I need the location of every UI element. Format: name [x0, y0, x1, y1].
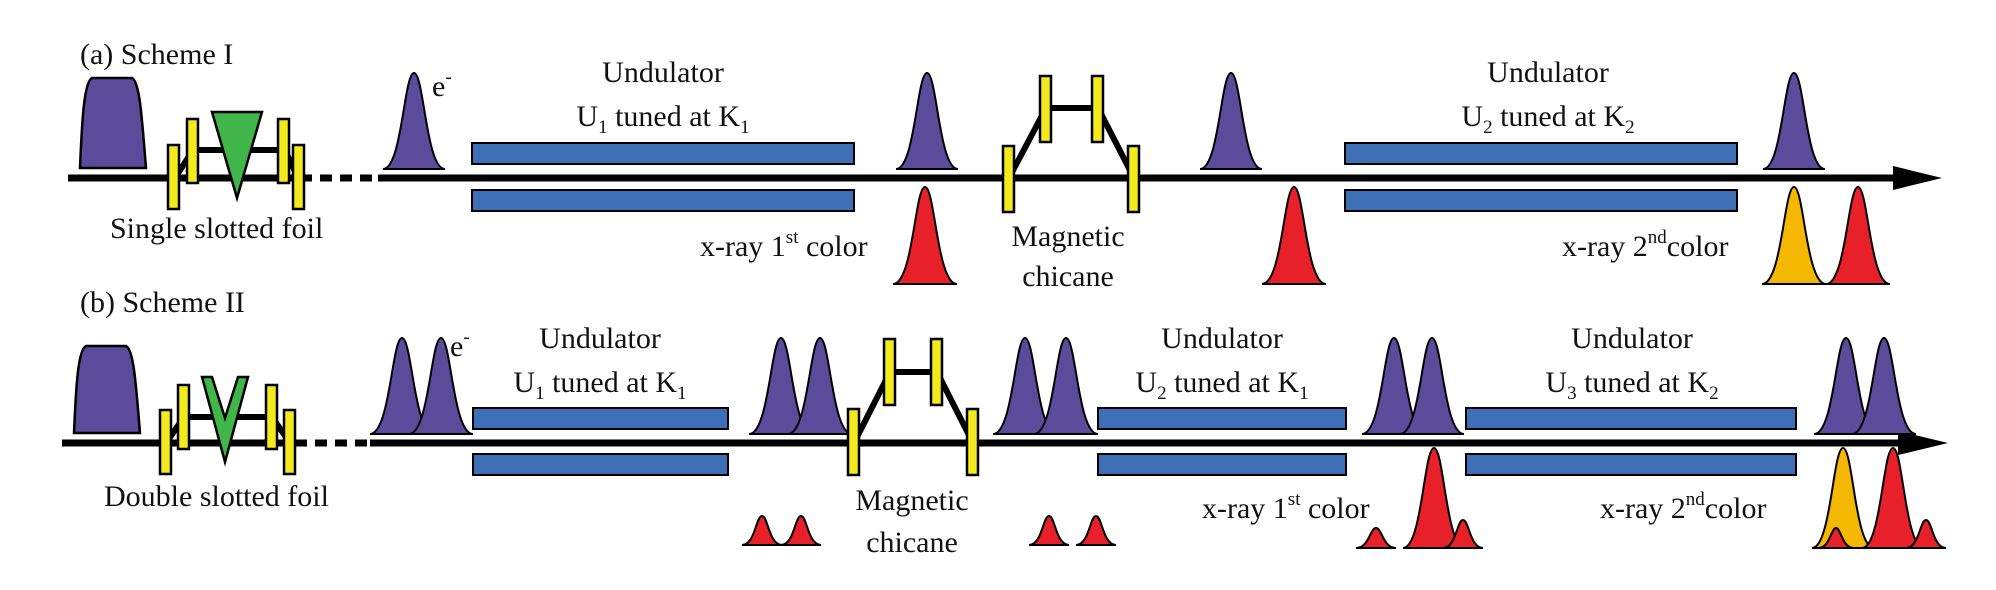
scheme-a-beam-arrow	[1893, 166, 1942, 190]
scheme-b-undulator-3-bottom	[1465, 453, 1797, 476]
scheme-a-undulator-2-title: Undulator	[1487, 56, 1609, 89]
scheme-b: (b) Scheme II Double slotted foil e- Und…	[62, 286, 1948, 559]
scheme-a-undulator-2-bottom	[1344, 189, 1738, 212]
scheme-a-undulator-1-bottom	[471, 189, 855, 212]
scheme-b-undulator-1-title: Undulator	[539, 322, 661, 355]
scheme-b-xray-pulse-small-1	[741, 514, 783, 546]
scheme-a-foil-chicane	[166, 110, 306, 211]
scheme-a-xray-pulse-color1	[1825, 185, 1891, 285]
scheme-b-slotted-foil	[200, 375, 250, 467]
scheme-a-undulator-1-desc: U1 tuned at K1	[576, 100, 749, 138]
scheme-b-chicane-line2: chicane	[866, 526, 958, 559]
scheme-b-foil-label: Double slotted foil	[104, 480, 329, 513]
scheme-b-xray-pulse-small-6	[1442, 518, 1484, 549]
scheme-b-xray2-label: x-ray 2ndcolor	[1600, 489, 1766, 525]
scheme-a-undulator-1-top	[471, 142, 855, 165]
scheme-a-xray2-label: x-ray 2ndcolor	[1562, 227, 1728, 263]
scheme-b-xray-pulse-color2-overlap	[1817, 526, 1855, 549]
scheme-a-electron-bunch-3	[1199, 71, 1263, 170]
scheme-b-xray-pulse-large-2	[1861, 446, 1925, 549]
scheme-a-xray-pulse-2	[1261, 185, 1327, 285]
scheme-b-electron-bunch-5b	[1851, 336, 1917, 435]
scheme-b-title: (b) Scheme II	[80, 286, 245, 319]
scheme-b-chicane-line1: Magnetic	[855, 484, 968, 517]
scheme-b-xray-pulse-small-7	[1905, 518, 1947, 549]
scheme-b-undulator-2-title: Undulator	[1161, 322, 1283, 355]
scheme-a-xray1-label: x-ray 1st color	[700, 227, 868, 263]
scheme-a-electron-label: e-	[432, 67, 452, 103]
scheme-a-bunch-source	[78, 76, 148, 170]
scheme-a: (a) Scheme I Single slotted foil e- Undu…	[68, 38, 1942, 293]
scheme-b-undulator-2-desc: U2 tuned at K1	[1135, 366, 1308, 404]
scheme-a-xray-pulse-1	[892, 185, 958, 285]
scheme-b-xray-pulse-small-5	[1355, 526, 1397, 549]
scheme-a-xray-pulse-color2	[1761, 185, 1827, 285]
scheme-a-title: (a) Scheme I	[80, 38, 233, 71]
scheme-b-electron-bunch-3b	[1033, 336, 1099, 435]
scheme-a-electron-bunch-4	[1762, 71, 1826, 170]
scheme-a-undulator-2-desc: U2 tuned at K2	[1461, 100, 1634, 138]
scheme-a-electron-bunch-2	[895, 71, 959, 170]
scheme-b-xray1-label: x-ray 1st color	[1202, 489, 1370, 525]
scheme-b-undulator-3-title: Undulator	[1571, 322, 1693, 355]
scheme-b-bunch-source	[72, 344, 142, 435]
scheme-a-undulator-1-title: Undulator	[602, 56, 724, 89]
scheme-b-foil-chicane	[158, 375, 297, 476]
scheme-b-beam-arrow	[1898, 431, 1948, 455]
scheme-a-electron-bunch-1	[382, 71, 446, 170]
scheme-b-undulator-2-bottom	[1097, 453, 1347, 476]
scheme-b-xray-pulse-color2	[1811, 446, 1875, 549]
scheme-b-undulator-3-desc: U3 tuned at K2	[1545, 366, 1718, 404]
scheme-a-chicane-line2: chicane	[1022, 260, 1114, 293]
scheme-b-undulator-1-bottom	[472, 453, 729, 476]
scheme-b-xray-pulse-small-3	[1028, 514, 1070, 546]
scheme-a-chicane-line1: Magnetic	[1011, 220, 1124, 253]
scheme-a-foil-label: Single slotted foil	[110, 212, 323, 245]
scheme-b-undulator-1-desc: U1 tuned at K1	[513, 366, 686, 404]
scheme-b-undulator-3-top	[1465, 407, 1797, 430]
scheme-a-slotted-foil	[210, 110, 264, 203]
scheme-b-electron-label: e-	[450, 327, 470, 363]
scheme-a-undulator-2-top	[1344, 142, 1738, 165]
scheme-b-xray-pulse-small-2	[780, 514, 822, 546]
scheme-b-xray-pulse-small-4	[1075, 514, 1117, 546]
scheme-b-undulator-1-top	[472, 407, 729, 430]
scheme-b-xray-pulse-large-1	[1402, 446, 1466, 549]
scheme-b-magnetic-chicane	[846, 337, 980, 477]
scheme-b-electron-bunch-2b	[787, 336, 853, 435]
scheme-b-electron-bunch-4b	[1399, 336, 1465, 435]
scheme-b-undulator-2-top	[1097, 407, 1347, 430]
scheme-b-electron-bunch-1b	[408, 336, 474, 435]
scheme-a-magnetic-chicane	[1001, 74, 1141, 214]
